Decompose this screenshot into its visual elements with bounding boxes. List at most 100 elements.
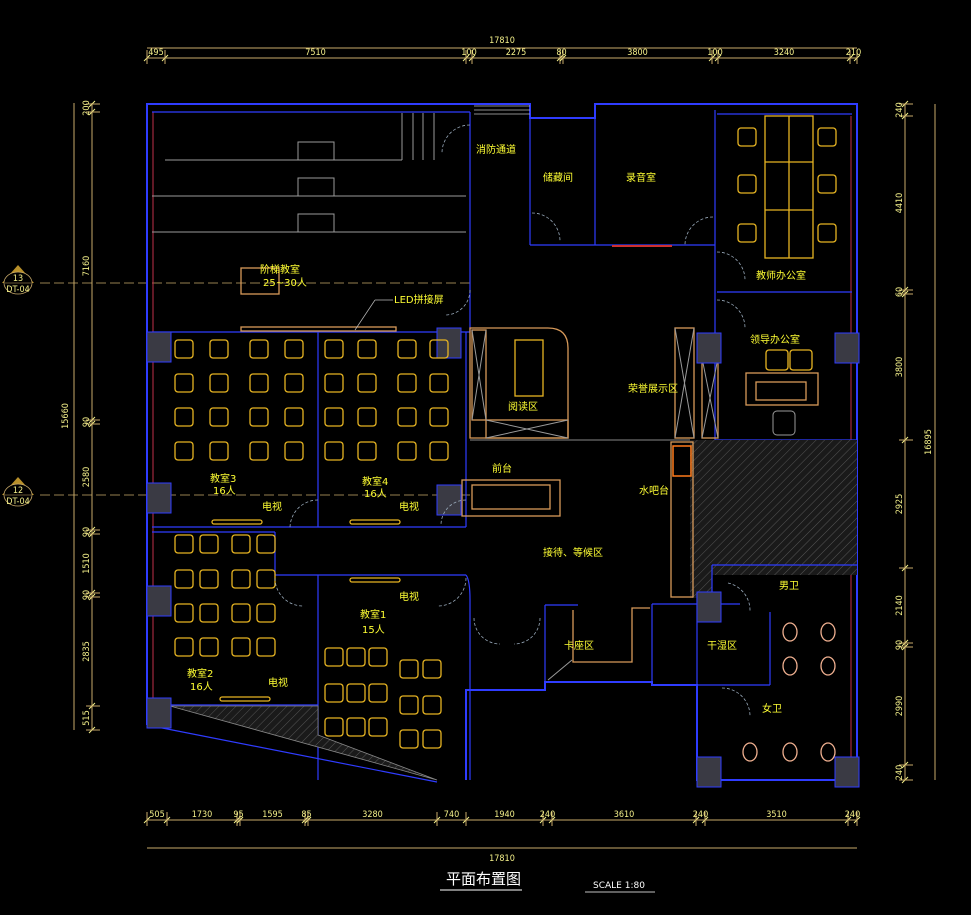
chair [357, 339, 377, 359]
recording-room-label: 录音室 [626, 171, 656, 184]
chair [231, 603, 251, 623]
toilet [820, 656, 836, 676]
dimension-label: 3280 [362, 810, 383, 820]
toilet [782, 656, 798, 676]
toilet [782, 622, 798, 642]
chair [249, 441, 269, 461]
dimension-label: 2140 [895, 595, 905, 616]
dimension-label: 2275 [506, 48, 527, 58]
chair [231, 569, 251, 589]
furniture-chairs [174, 127, 837, 762]
door-swing [437, 577, 467, 607]
dimension-label: 1730 [192, 810, 213, 820]
door-swing [531, 212, 561, 242]
dimension-ticks [86, 50, 913, 826]
dimension-label: 3610 [614, 810, 635, 820]
chair [737, 174, 757, 194]
column [834, 332, 860, 364]
chair [357, 373, 377, 393]
chair [346, 683, 366, 703]
dimension-label: 3800 [895, 357, 905, 378]
chair [399, 729, 419, 749]
tv-units [211, 519, 401, 702]
chair [397, 441, 417, 461]
door-swing [727, 582, 751, 612]
chair [324, 683, 344, 703]
chair [249, 373, 269, 393]
dimension-label: 240 [693, 810, 708, 820]
chair [199, 637, 219, 657]
column [696, 756, 722, 788]
chair [429, 441, 449, 461]
dimension-label: 3510 [766, 810, 787, 820]
classroom4-label: 教室4 [362, 475, 388, 488]
dimension-label: 3800 [627, 48, 648, 58]
chair [199, 534, 219, 554]
dimension-label: 2925 [895, 494, 905, 515]
top-total-dimension: 17810 [489, 36, 515, 46]
chair [346, 647, 366, 667]
chair [174, 637, 194, 657]
fire-exit-label: 消防通道 [476, 143, 516, 156]
classroom2-label: 教室2 [187, 667, 213, 680]
chair [422, 729, 442, 749]
honor-display-label: 荣誉展示区 [628, 382, 678, 395]
dimension-label: 240 [895, 765, 905, 780]
chair [346, 717, 366, 737]
bottom-total-dimension: 17810 [489, 854, 515, 864]
chair [397, 373, 417, 393]
dimension-label: 90 [82, 527, 92, 537]
chair [174, 373, 194, 393]
chair [174, 569, 194, 589]
toilet [820, 742, 836, 762]
section-number: 13 [13, 274, 23, 284]
chair [397, 339, 417, 359]
chair [817, 223, 837, 243]
dimension-label: 2990 [895, 696, 905, 717]
door-swing [716, 299, 746, 329]
chair [256, 603, 276, 623]
column [696, 332, 722, 364]
leader-office-label: 领导办公室 [750, 333, 800, 346]
chair [174, 603, 194, 623]
dimension-label: 90 [82, 417, 92, 427]
section-sheet: DT-04 [6, 285, 30, 295]
chair [429, 373, 449, 393]
door-swing [716, 251, 746, 281]
mens-wc-label: 男卫 [779, 580, 799, 592]
dimension-label: 240 [540, 810, 555, 820]
chair [199, 569, 219, 589]
door-swing [274, 577, 304, 607]
classroom4-capacity: 16人 [364, 488, 387, 500]
dimension-label: 1595 [262, 810, 283, 820]
dimension-label: 90 [82, 590, 92, 600]
chair [249, 339, 269, 359]
chair [399, 695, 419, 715]
storage-label: 储藏间 [543, 171, 573, 184]
classroom3-label: 教室3 [210, 472, 236, 485]
womens-wc-label: 女卫 [762, 702, 782, 715]
walls [146, 103, 858, 783]
chair [324, 407, 344, 427]
chair [324, 373, 344, 393]
chair [209, 373, 229, 393]
teacher-office-label: 教师办公室 [756, 269, 806, 282]
chair [429, 339, 449, 359]
chair [174, 534, 194, 554]
dimension-label: 1940 [494, 810, 515, 820]
dimension-label: 2580 [82, 467, 92, 488]
dimension-label: 1510 [82, 553, 92, 574]
section-marker-12: 12 DT-04 [2, 477, 470, 507]
chair [284, 441, 304, 461]
tv-label: 电视 [268, 676, 288, 689]
chair [368, 683, 388, 703]
tv-label: 电视 [262, 500, 282, 513]
chair [231, 534, 251, 554]
door-swing [721, 687, 751, 717]
lecture-hall-label: 阶梯教室 [260, 263, 300, 276]
chair [368, 717, 388, 737]
chair [199, 603, 219, 623]
dimension-label: 2835 [82, 641, 92, 662]
door-swing [444, 289, 471, 316]
